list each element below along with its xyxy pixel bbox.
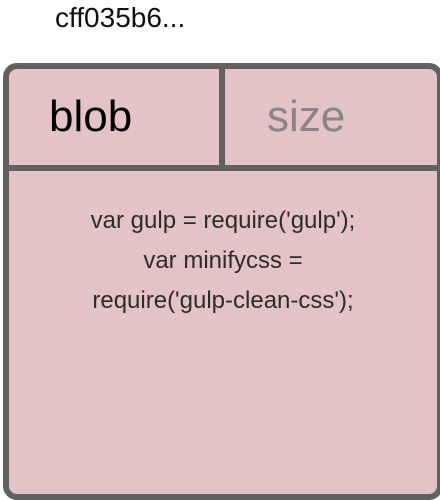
object-size-label: size: [267, 92, 346, 141]
blob-content-area: var gulp = require('gulp'); var minifycs…: [9, 171, 437, 494]
blob-object-card: blob size var gulp = require('gulp'); va…: [3, 63, 440, 500]
object-type-cell: blob: [9, 69, 225, 165]
content-line: var gulp = require('gulp');: [90, 207, 356, 234]
object-type-label: blob: [49, 92, 133, 141]
object-size-cell: size: [225, 69, 437, 165]
blob-header-row: blob size: [9, 69, 437, 171]
content-line: var minifycss =: [143, 247, 303, 274]
content-line: require('gulp-clean-css');: [92, 287, 354, 314]
object-hash-label: cff035b6...: [55, 2, 186, 33]
